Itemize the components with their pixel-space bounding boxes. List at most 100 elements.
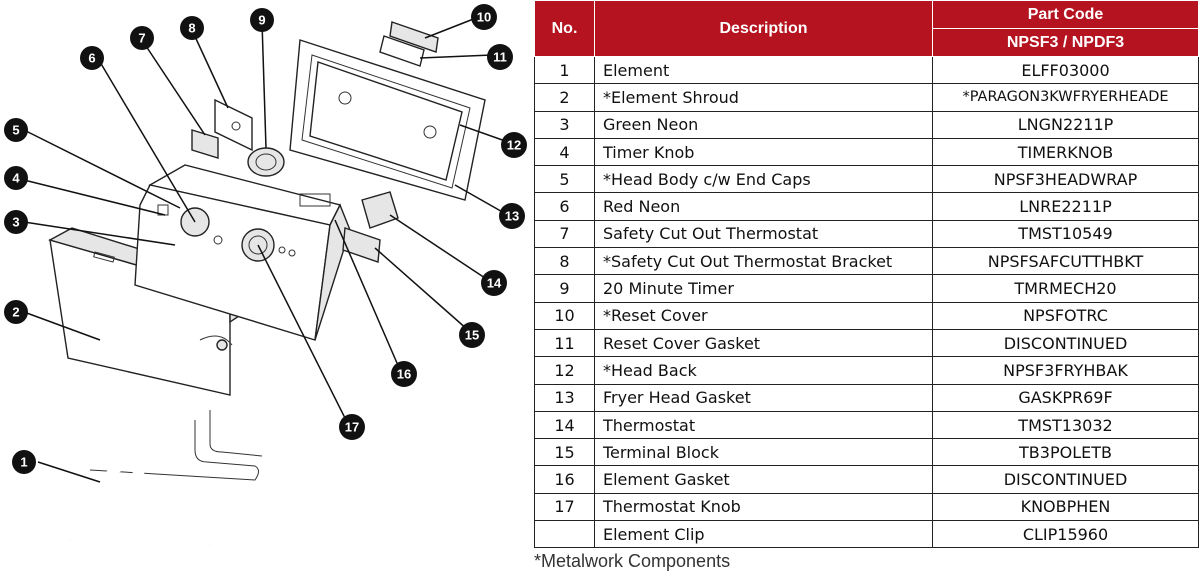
row-number: 11 <box>534 328 595 358</box>
terminal-block <box>342 227 381 263</box>
callout-3: 3 <box>4 210 28 234</box>
row-part-code: NPSFSAFCUTTHBKT <box>932 247 1199 276</box>
svg-text:7: 7 <box>138 31 145 46</box>
callout-15: 15 <box>459 322 485 348</box>
svg-text:15: 15 <box>465 328 479 343</box>
exploded-diagram: 1 2 3 4 5 6 7 8 9 10 11 12 13 14 15 16 1… <box>0 0 530 574</box>
svg-text:4: 4 <box>12 171 20 186</box>
head-body <box>134 164 351 341</box>
row-number: 7 <box>534 219 595 249</box>
row-description: Thermostat Knob <box>594 492 933 522</box>
row-description: *Reset Cover <box>594 301 933 330</box>
thermostat <box>299 191 399 229</box>
row-number: 2 <box>534 83 595 112</box>
row-number: 9 <box>534 274 595 303</box>
svg-text:16: 16 <box>397 367 411 382</box>
row-description: Green Neon <box>594 110 933 139</box>
table-row: 2*Element Shroud*PARAGON3KWFRYERHEADE <box>534 83 1199 112</box>
callout-10: 10 <box>471 4 497 30</box>
row-part-code: DISCONTINUED <box>932 328 1199 358</box>
header-part-code: Part Code <box>932 0 1199 29</box>
svg-text:5: 5 <box>12 123 19 138</box>
row-part-code: TB3POLETB <box>932 438 1199 467</box>
svg-text:3: 3 <box>12 215 19 230</box>
parts-table: No. Description Part Code NPSF3 / NPDF3 … <box>534 0 1199 549</box>
svg-text:10: 10 <box>477 10 491 25</box>
callout-9: 9 <box>250 8 274 32</box>
callout-2: 2 <box>4 300 28 324</box>
row-description: Thermostat <box>594 410 933 440</box>
element-gasket <box>199 335 233 351</box>
head-back <box>289 39 486 201</box>
row-description: Reset Cover Gasket <box>594 328 933 358</box>
row-number: 5 <box>534 165 595 194</box>
callout-14: 14 <box>481 270 507 296</box>
svg-text:17: 17 <box>345 420 359 435</box>
row-description: *Element Shroud <box>594 83 933 112</box>
svg-text:9: 9 <box>258 13 265 28</box>
row-number: 3 <box>534 110 595 139</box>
row-part-code: LNRE2211P <box>932 192 1199 221</box>
callout-5: 5 <box>4 118 28 142</box>
row-part-code: NPSFOTRC <box>932 301 1199 330</box>
svg-text:2: 2 <box>12 305 19 320</box>
row-part-code: TMST10549 <box>932 219 1199 249</box>
row-part-code: NPSF3HEADWRAP <box>932 165 1199 194</box>
svg-text:14: 14 <box>487 276 502 291</box>
row-description: Safety Cut Out Thermostat <box>594 219 933 249</box>
footnote: *Metalwork Components <box>534 551 731 571</box>
header-description: Description <box>594 0 933 57</box>
svg-text:6: 6 <box>88 51 95 66</box>
callout-12: 12 <box>501 132 527 158</box>
row-part-code: GASKPR69F <box>932 383 1199 412</box>
row-number: 10 <box>534 301 595 330</box>
row-description: Element Clip <box>594 520 933 549</box>
row-description: Element <box>594 55 933 85</box>
callout-13: 13 <box>499 203 525 229</box>
row-part-code: KNOBPHEN <box>932 492 1199 522</box>
row-number: 16 <box>534 465 595 494</box>
row-number: 17 <box>534 492 595 522</box>
parts-table-container: No. Description Part Code NPSF3 / NPDF3 … <box>534 0 1199 549</box>
row-part-code: ELFF03000 <box>932 55 1199 85</box>
callout-1: 1 <box>12 450 36 474</box>
row-part-code: TMRMECH20 <box>932 274 1199 303</box>
callout-11: 11 <box>487 44 513 70</box>
header-no: No. <box>534 0 595 57</box>
row-description: *Safety Cut Out Thermostat Bracket <box>594 247 933 276</box>
callout-7: 7 <box>130 26 154 50</box>
row-number: 14 <box>534 410 595 440</box>
row-number: 6 <box>534 192 595 221</box>
row-description: Terminal Block <box>594 438 933 467</box>
reset-cover <box>379 21 439 67</box>
row-part-code: TMST13032 <box>932 410 1199 440</box>
row-description: Element Gasket <box>594 465 933 494</box>
row-number: 12 <box>534 356 595 385</box>
row-part-code: DISCONTINUED <box>932 465 1199 494</box>
callout-4: 4 <box>4 166 28 190</box>
row-part-code: NPSF3FRYHBAK <box>932 356 1199 385</box>
callout-6: 6 <box>80 46 104 70</box>
callout-16: 16 <box>391 361 417 387</box>
row-description: Timer Knob <box>594 137 933 167</box>
row-part-code: CLIP15960 <box>932 520 1199 549</box>
timer <box>247 147 285 177</box>
fryer-head-drawing: 1 2 3 4 5 6 7 8 9 10 11 12 13 14 15 16 1… <box>4 4 527 559</box>
row-part-code: TIMERKNOB <box>932 137 1199 167</box>
thermostat-bracket <box>191 98 253 159</box>
header-models: NPSF3 / NPDF3 <box>932 28 1199 57</box>
row-description: Red Neon <box>594 192 933 221</box>
